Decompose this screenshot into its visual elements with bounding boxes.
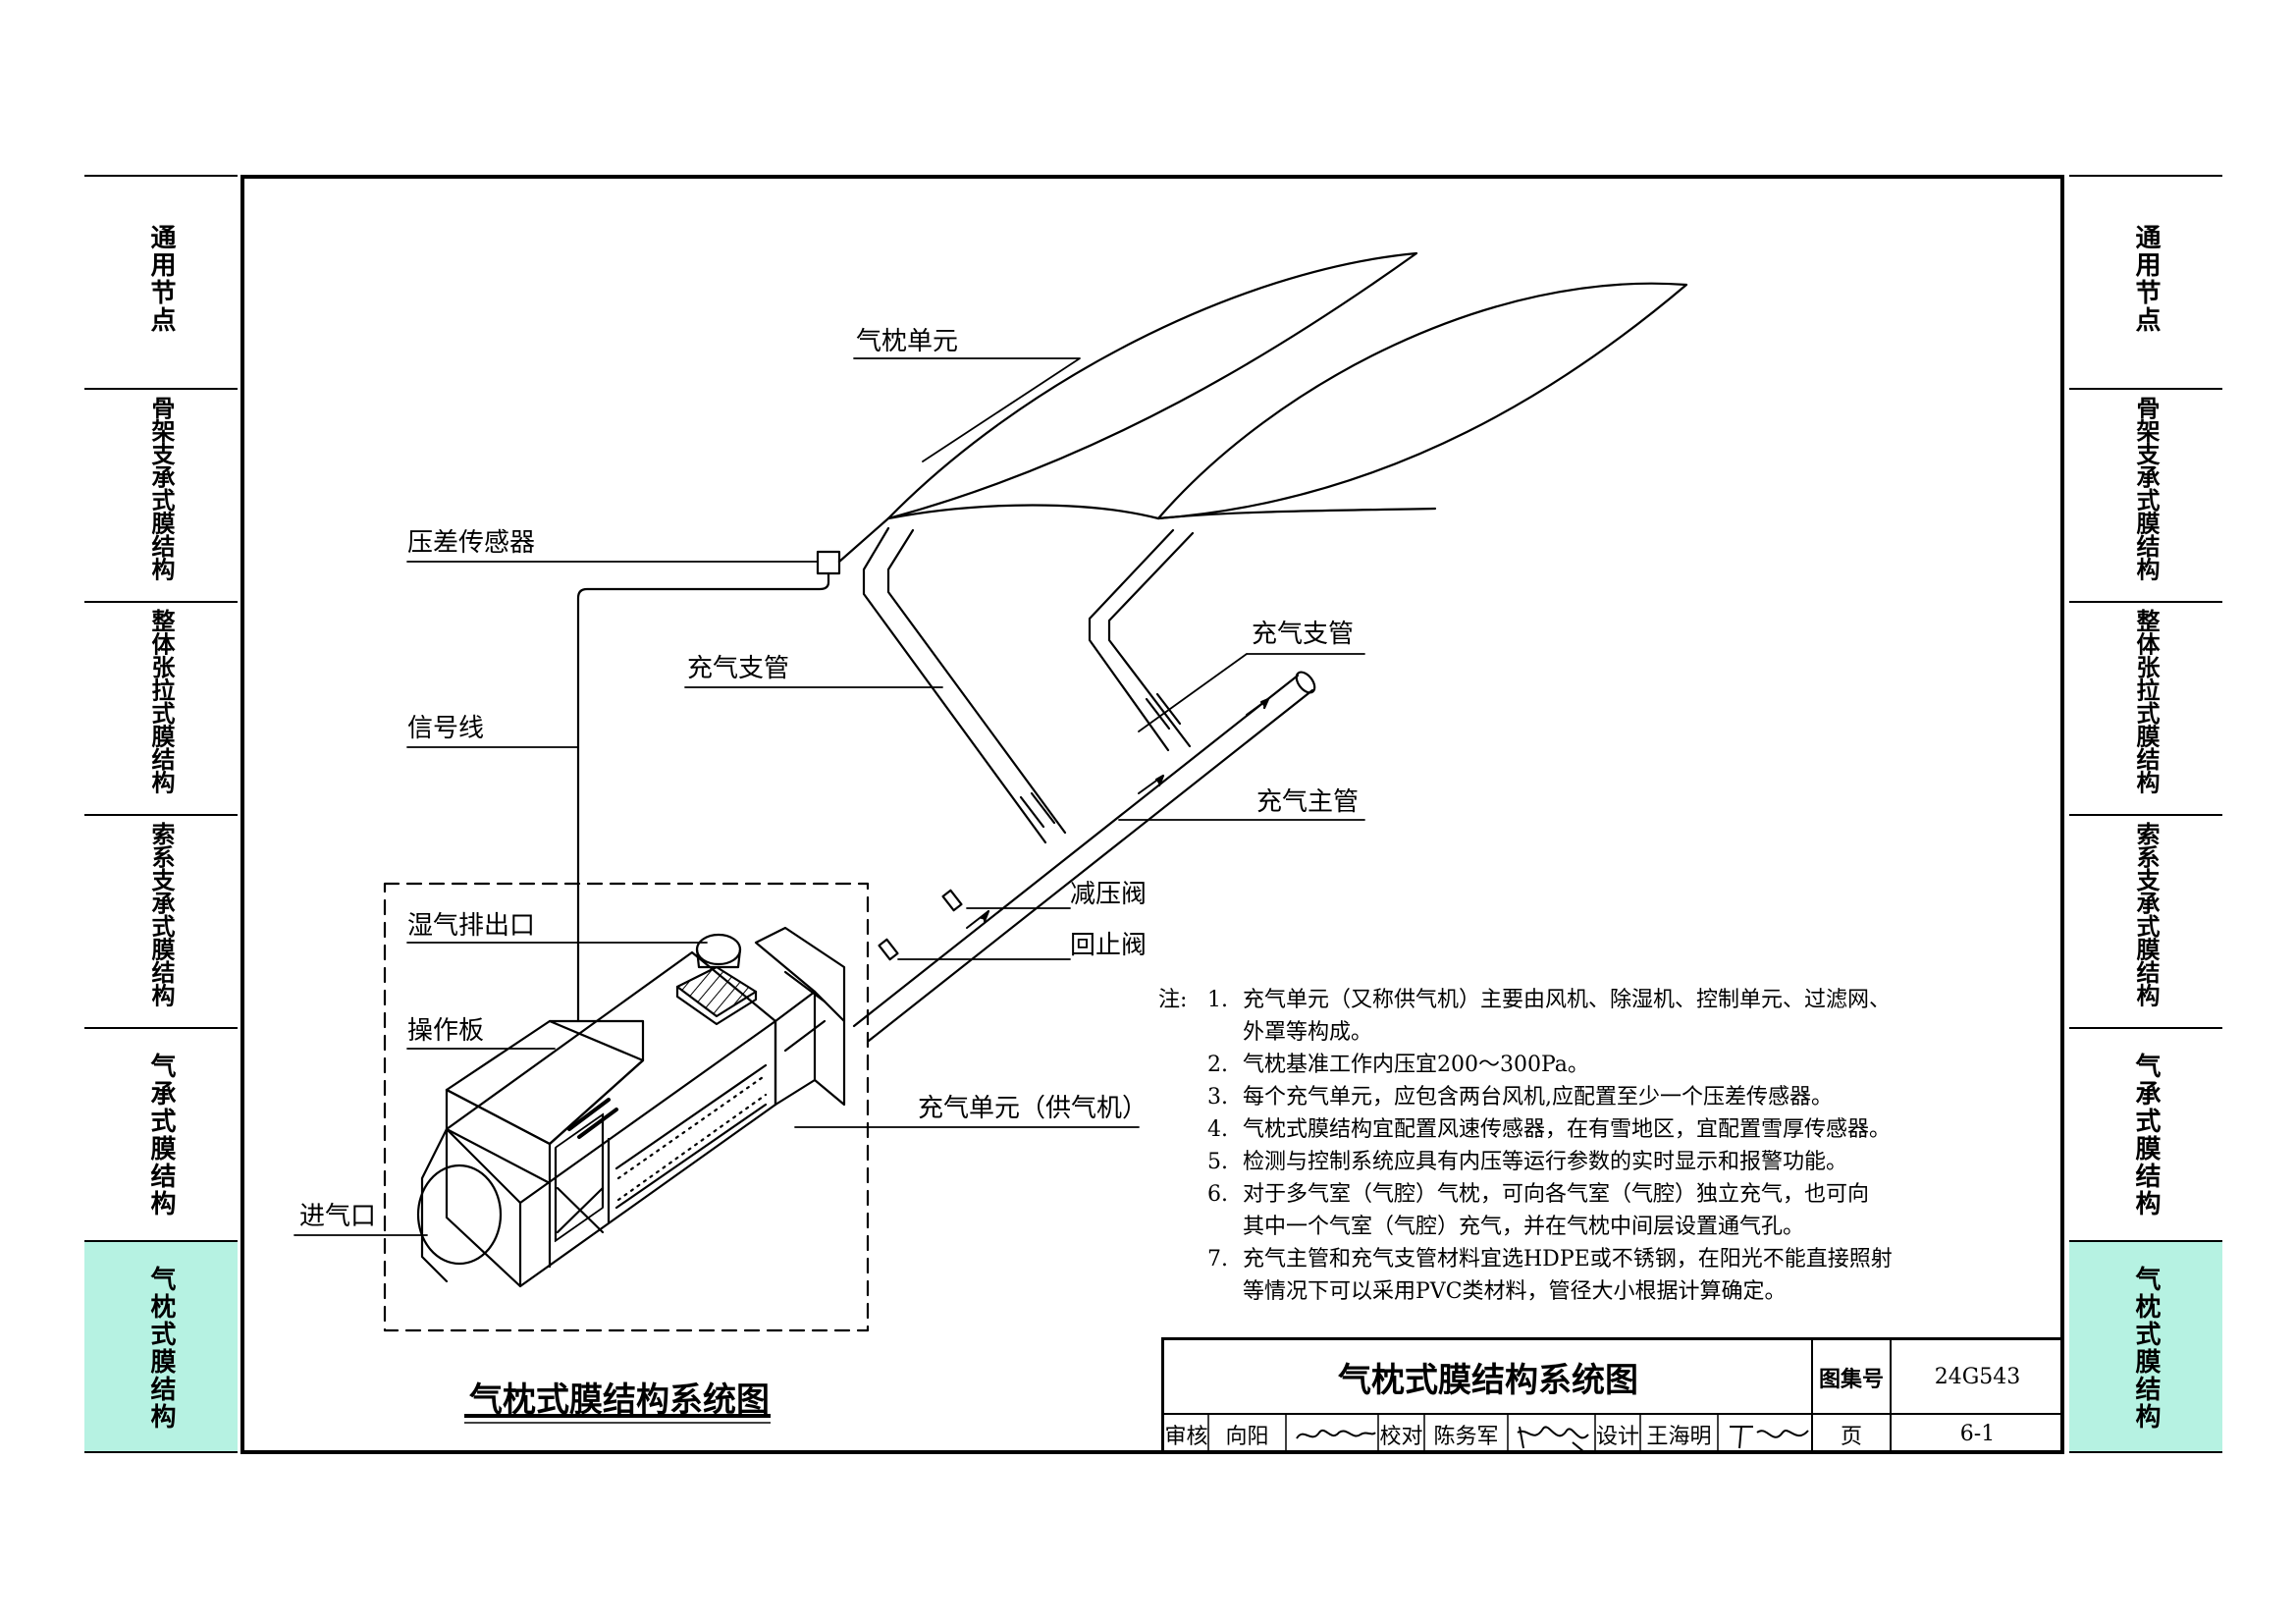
main-pipe xyxy=(852,671,1316,1043)
designer-signature xyxy=(1730,1426,1809,1449)
side-tab-label: 整体张拉式膜结构 xyxy=(2132,609,2160,793)
side-tab-cable[interactable]: 索系支承式膜结构 xyxy=(2069,814,2222,1027)
drawing-frame xyxy=(240,175,2064,1454)
note-text: 每个充气单元，应包含两台风机,应配置至少一个压差传感器。 xyxy=(1243,1085,1833,1110)
side-tab-air-supported[interactable]: 气承式膜结构 xyxy=(84,1027,238,1240)
label-branch-pipe-left: 充气支管 xyxy=(687,654,790,683)
label-pressure-reducing-valve: 减压阀 xyxy=(1070,880,1148,909)
side-tab-label: 通用节点 xyxy=(2131,224,2161,334)
note-text: 检测与控制系统应具有内压等运行参数的实时显示和报警功能。 xyxy=(1243,1150,1848,1174)
note-text: 气枕基准工作内压宜200～300Pa。 xyxy=(1243,1053,1589,1077)
side-tab-label: 气枕式膜结构 xyxy=(2131,1266,2161,1431)
note-text: 等情况下可以采用PVC类材料，管径大小根据计算确定。 xyxy=(1243,1279,1787,1304)
title-block-review-label: 审核 xyxy=(1164,1424,1208,1449)
side-tab-label: 气承式膜结构 xyxy=(146,1053,176,1218)
diagram-title: 气枕式膜结构系统图 xyxy=(469,1380,770,1420)
title-block-reviewer: 向阳 xyxy=(1225,1424,1269,1449)
air-cushion-units xyxy=(886,251,1688,520)
side-tab-cable[interactable]: 索系支承式膜结构 xyxy=(84,814,238,1027)
note-number: 3. xyxy=(1207,1085,1228,1110)
side-tab-label: 通用节点 xyxy=(146,224,176,334)
inflation-unit-drawing xyxy=(416,926,846,1288)
side-tab-general-nodes[interactable]: 通用节点 xyxy=(84,175,238,388)
design-notes: 注: 1. 充气单元（又称供气机）主要由风机、除湿机、控制单元、过滤网、 外罩等构成… xyxy=(1158,984,1893,1308)
note-text: 对于多气室（气腔）气枕，可向各气室（气腔）独立充气，也可向 xyxy=(1243,1182,1870,1207)
side-tab-frame-supported[interactable]: 骨架支承式膜结构 xyxy=(84,388,238,601)
title-block-check-label: 校对 xyxy=(1379,1424,1423,1449)
title-block-atlas-label: 图集号 xyxy=(1818,1367,1884,1392)
label-inflation-unit: 充气单元（供气机） xyxy=(918,1094,1148,1123)
side-tab-frame-supported[interactable]: 骨架支承式膜结构 xyxy=(2069,388,2222,601)
side-tab-label: 索系支承式膜结构 xyxy=(147,822,175,1006)
label-cushion-unit: 气枕单元 xyxy=(856,327,959,356)
title-block-drawing-title: 气枕式膜结构系统图 xyxy=(1338,1361,1638,1400)
note-number: 4. xyxy=(1207,1117,1228,1142)
title-block-page-number: 6-1 xyxy=(1959,1422,1996,1446)
notes-prefix: 注: xyxy=(1158,988,1188,1012)
title-block-checker: 陈务军 xyxy=(1433,1424,1499,1449)
reviewer-signature xyxy=(1296,1430,1376,1439)
note-number: 7. xyxy=(1207,1247,1228,1272)
side-tab-label: 整体张拉式膜结构 xyxy=(147,609,175,793)
side-tab-label: 气枕式膜结构 xyxy=(146,1266,176,1431)
side-tab-general-nodes[interactable]: 通用节点 xyxy=(2069,175,2222,388)
title-block-atlas-number: 24G543 xyxy=(1934,1365,2021,1389)
note-text: 其中一个气室（气腔）充气，并在气枕中间层设置通气孔。 xyxy=(1243,1215,1805,1239)
label-pressure-sensor: 压差传感器 xyxy=(407,528,536,558)
title-block-grid xyxy=(1161,1337,2064,1454)
title-block-page-label: 页 xyxy=(1840,1424,1862,1449)
side-tab-air-supported[interactable]: 气承式膜结构 xyxy=(2069,1027,2222,1240)
label-main-pipe: 充气主管 xyxy=(1256,787,1360,817)
note-number: 5. xyxy=(1207,1150,1228,1174)
title-block-designer: 王海明 xyxy=(1646,1424,1712,1449)
side-tab-label: 气承式膜结构 xyxy=(2131,1053,2161,1218)
signal-line xyxy=(576,571,830,1023)
note-number: 1. xyxy=(1207,988,1228,1012)
side-tab-label: 索系支承式膜结构 xyxy=(2132,822,2160,1006)
checker-signature xyxy=(1517,1426,1589,1453)
side-tab-air-cushion[interactable]: 气枕式膜结构 xyxy=(84,1240,238,1453)
label-signal-line: 信号线 xyxy=(407,714,485,743)
label-air-inlet: 进气口 xyxy=(299,1202,377,1231)
title-block: 气枕式膜结构系统图 图集号 24G543 审核 向阳 校对 陈务军 设计 王海明… xyxy=(1161,1337,2064,1454)
title-block-design-label: 设计 xyxy=(1595,1424,1639,1449)
left-side-tabs: 通用节点 骨架支承式膜结构 整体张拉式膜结构 索系支承式膜结构 气承式膜结构 气… xyxy=(84,175,238,1453)
right-side-tabs: 通用节点 骨架支承式膜结构 整体张拉式膜结构 索系支承式膜结构 气承式膜结构 气… xyxy=(2069,175,2222,1453)
note-number: 2. xyxy=(1207,1053,1228,1077)
leader-lines xyxy=(294,357,1365,1236)
side-tab-label: 骨架支承式膜结构 xyxy=(147,396,175,580)
label-branch-pipe-right: 充气支管 xyxy=(1252,620,1355,649)
label-control-panel: 操作板 xyxy=(407,1016,485,1046)
note-text: 气枕式膜结构宜配置风速传感器，在有雪地区，宜配置雪厚传感器。 xyxy=(1243,1117,1892,1142)
note-number: 6. xyxy=(1207,1182,1228,1207)
side-tab-tension[interactable]: 整体张拉式膜结构 xyxy=(2069,601,2222,814)
sensor-tap xyxy=(837,516,890,564)
branch-pipes xyxy=(862,526,1195,844)
label-moisture-outlet: 湿气排出口 xyxy=(407,911,536,941)
unit-boundary xyxy=(383,882,870,1332)
label-check-valve: 回止阀 xyxy=(1070,931,1148,960)
note-text: 充气主管和充气支管材料宜选HDPE或不锈钢，在阳光不能直接照射 xyxy=(1243,1247,1893,1272)
side-tab-air-cushion[interactable]: 气枕式膜结构 xyxy=(2069,1240,2222,1453)
side-tab-label: 骨架支承式膜结构 xyxy=(2132,396,2160,580)
check-valve-mark xyxy=(878,938,899,961)
pressure-reducing-valve-mark xyxy=(941,889,963,912)
note-text: 充气单元（又称供气机）主要由风机、除湿机、控制单元、过滤网、 xyxy=(1243,988,1892,1012)
note-text: 外罩等构成。 xyxy=(1243,1020,1373,1045)
side-tab-tension[interactable]: 整体张拉式膜结构 xyxy=(84,601,238,814)
